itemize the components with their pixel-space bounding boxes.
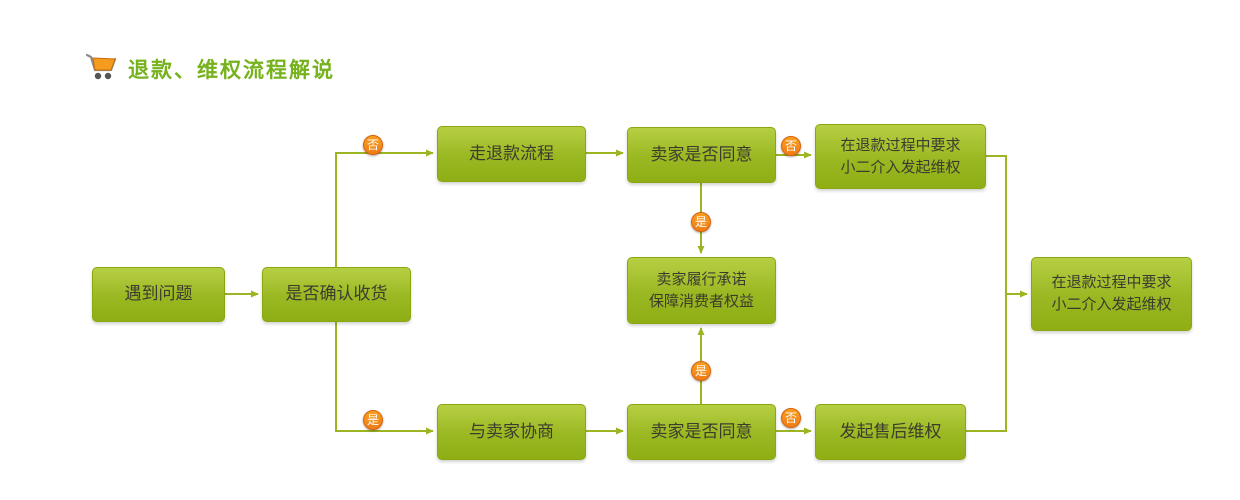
node-request-xiaoer-final: 在退款过程中要求 小二介入发起维权 xyxy=(1031,257,1192,331)
node-confirm-receipt: 是否确认收货 xyxy=(262,267,411,322)
node-negotiate-seller: 与卖家协商 xyxy=(437,404,586,460)
node-request-xiaoer-refund: 在退款过程中要求 小二介入发起维权 xyxy=(815,124,986,189)
cart-icon xyxy=(84,52,118,86)
badge-yes-seller-negotiate: 是 xyxy=(691,361,711,381)
node-refund-process: 走退款流程 xyxy=(437,126,586,182)
node-seller-agree-refund: 卖家是否同意 xyxy=(627,127,776,183)
node-seller-agree-negotiate: 卖家是否同意 xyxy=(627,404,776,460)
page-title: 退款、维权流程解说 xyxy=(128,58,335,82)
badge-no-refund-branch: 否 xyxy=(363,135,383,155)
node-seller-promise: 卖家履行承诺 保障消费者权益 xyxy=(627,257,776,324)
badge-yes-negotiate-branch: 是 xyxy=(363,410,383,430)
edge-confirm-negotiate xyxy=(335,322,434,435)
badge-no-seller-negotiate: 否 xyxy=(781,408,801,428)
node-problem: 遇到问题 xyxy=(92,267,225,322)
node-aftersales-rights: 发起售后维权 xyxy=(815,404,966,460)
edge-confirm-refund xyxy=(335,149,434,267)
page-header: 退款、维权流程解说 xyxy=(84,52,335,86)
badge-yes-seller-refund: 是 xyxy=(691,212,711,232)
badge-no-seller-refund: 否 xyxy=(781,136,801,156)
